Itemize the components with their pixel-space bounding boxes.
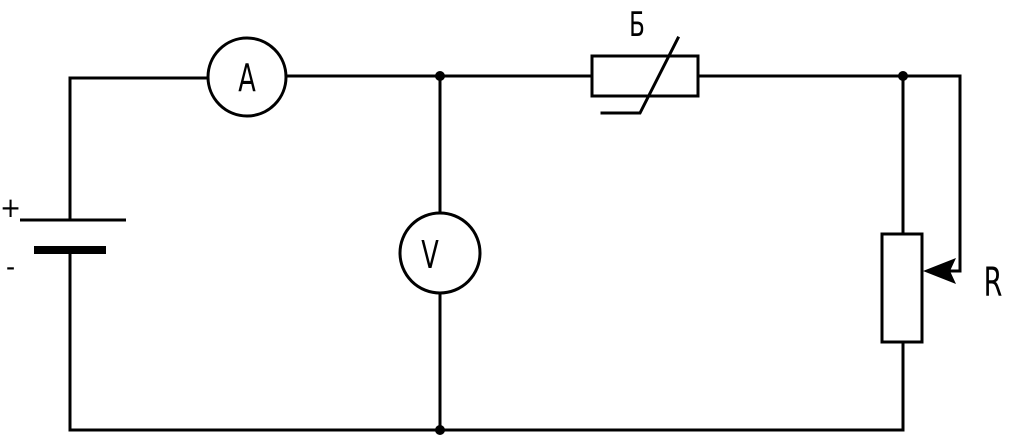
wire-left-top bbox=[68, 76, 210, 222]
rheostat-body bbox=[880, 232, 924, 344]
nonlinear-element-body bbox=[590, 54, 700, 98]
nonlinear-element: Б bbox=[590, 5, 700, 115]
battery: + - bbox=[0, 191, 126, 283]
nonlinear-element-slash bbox=[600, 35, 681, 115]
junction-node bbox=[435, 71, 445, 81]
battery-plus-label: + bbox=[0, 191, 21, 224]
wire-bottom-right bbox=[438, 340, 905, 432]
wire-left-bottom bbox=[68, 248, 442, 432]
ammeter-circle bbox=[206, 36, 288, 118]
rheostat-slider-wire bbox=[901, 74, 962, 273]
nonlinear-element-label: Б bbox=[629, 5, 645, 45]
rheostat-slider-arrow bbox=[923, 258, 956, 284]
voltmeter: V bbox=[398, 211, 482, 295]
ammeter: A bbox=[206, 36, 288, 118]
voltmeter-circle bbox=[398, 211, 482, 295]
wires bbox=[68, 74, 962, 432]
junction-node bbox=[898, 71, 908, 81]
battery-minus-label: - bbox=[6, 250, 15, 283]
junction-node bbox=[435, 425, 445, 435]
rheostat: R bbox=[880, 232, 1003, 344]
voltmeter-label: V bbox=[421, 233, 439, 277]
rheostat-label: R bbox=[984, 260, 1003, 306]
ammeter-label: A bbox=[238, 56, 256, 100]
